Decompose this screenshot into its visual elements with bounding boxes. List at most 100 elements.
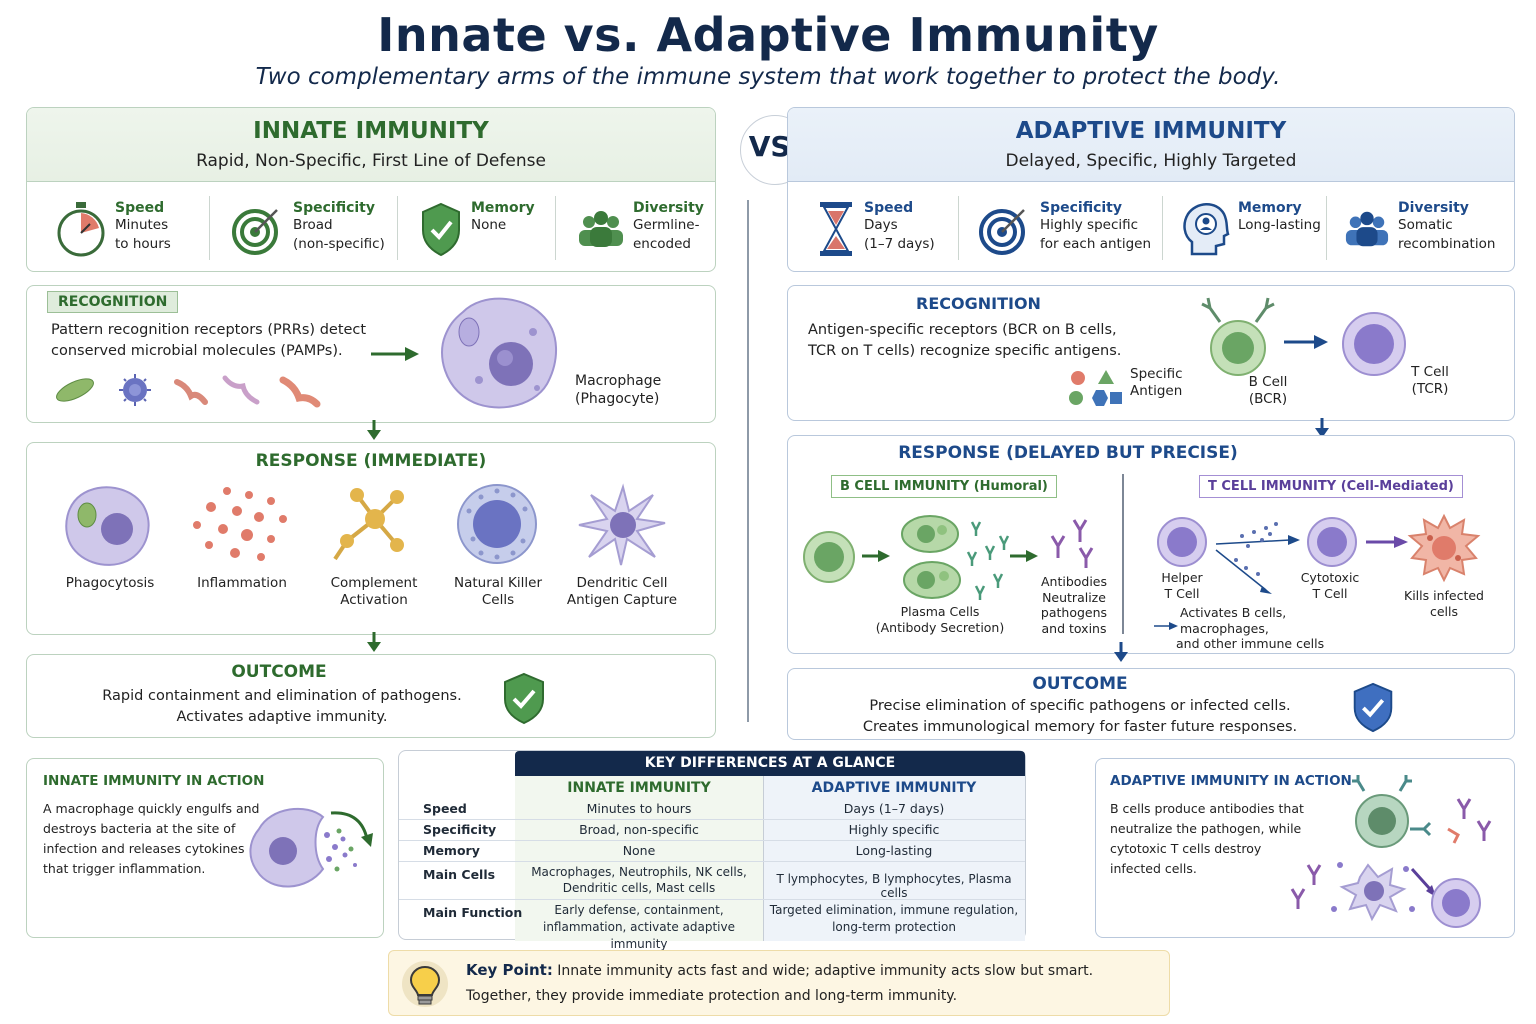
innate-outcome-title: OUTCOME [231, 662, 327, 682]
arrow-right-icon [371, 347, 419, 361]
adaptive-response-panel: RESPONSE (DELAYED BUT PRECISE) B CELL IM… [787, 435, 1515, 654]
adaptive-stat-diversity: Diversity Somatic recombination [1344, 200, 1495, 258]
hourglass-icon [820, 202, 852, 256]
arrow-right-icon [1010, 550, 1038, 562]
key-point-box: Key Point: Innate immunity acts fast and… [388, 950, 1170, 1016]
arrow-right-icon [862, 550, 890, 562]
innate-outcome-text: Rapid containment and elimination of pat… [102, 688, 462, 725]
macrophage-icon [441, 297, 557, 409]
plasma-cells-icon [901, 515, 1010, 600]
innate-stat-speed: Speed Minutes to hours [55, 200, 171, 258]
t-cell-label: T Cell(TCR) [1411, 364, 1449, 397]
key-point-line2: Together, they provide immediate protect… [466, 988, 958, 1004]
innate-action-panel: INNATE IMMUNITY IN ACTION A macrophage q… [26, 758, 384, 938]
pathogens-illustration [56, 374, 321, 408]
adaptive-outcome-title: OUTCOME [1032, 674, 1128, 694]
center-divider [747, 200, 749, 722]
antibody-attack-illustration [1290, 775, 1492, 928]
adaptive-recognition-title: RECOGNITION [916, 294, 1041, 313]
adaptive-recognition-panel: RECOGNITION Antigen-specific receptors (… [787, 285, 1515, 421]
innate-stat-memory: Memory None [419, 200, 535, 258]
arrow-right-icon [1284, 335, 1328, 349]
stopwatch-icon [57, 202, 105, 257]
adaptive-stat-specificity: Specificity Highly specific for each ant… [978, 200, 1151, 258]
naive-b-cell-icon [803, 531, 855, 583]
t-cell-immunity-tag: T CELL IMMUNITY (Cell-Mediated) [1199, 475, 1463, 498]
innate-action-title: INNATE IMMUNITY IN ACTION [43, 773, 265, 789]
table-row: Memory None Long-lasting [399, 841, 1025, 862]
adaptive-title: ADAPTIVE IMMUNITY [1015, 118, 1287, 144]
innate-response-panel: RESPONSE (IMMEDIATE) Phagocytosis Inflam… [26, 442, 716, 635]
arrow-down-icon [367, 420, 381, 440]
key-differences-title: KEY DIFFERENCES AT A GLANCE [515, 751, 1025, 776]
table-row: Main Function Early defense, containment… [423, 903, 1019, 951]
cytotoxic-t-cell-icon [1307, 517, 1357, 567]
adaptive-outcome-panel: OUTCOME Precise elimination of specific … [787, 668, 1515, 740]
adaptive-outcome-text: Precise elimination of specific pathogen… [862, 698, 1298, 735]
target-icon [979, 209, 1025, 255]
key-differences-panel: KEY DIFFERENCES AT A GLANCE INNATE IMMUN… [398, 750, 1026, 951]
arrow-down-icon [1315, 418, 1329, 438]
adaptive-stat-speed: Speed Days (1–7 days) [816, 200, 935, 258]
shield-check-icon [504, 672, 544, 725]
target-icon [232, 209, 278, 255]
innate-recognition-tag: RECOGNITION [47, 291, 179, 313]
adaptive-response-title: RESPONSE (DELAYED BUT PRECISE) [898, 443, 1238, 463]
innate-stat-diversity: Diversity Germline- encoded [577, 200, 704, 258]
arrow-right-icon [1366, 536, 1408, 548]
plasma-cells-label: Plasma Cells(Antibody Secretion) [875, 604, 1005, 635]
adaptive-tagline: Delayed, Specific, Highly Targeted [1005, 151, 1297, 171]
innate-tagline: Rapid, Non-Specific, First Line of Defen… [196, 151, 546, 171]
innate-stat-specificity: Specificity Broad (non-specific) [231, 200, 385, 258]
innate-recognition-text: Pattern recognition receptors (PRRs) det… [51, 322, 367, 359]
adaptive-action-panel: ADAPTIVE IMMUNITY IN ACTION B cells prod… [1095, 758, 1515, 938]
phagocytosis-icon [65, 486, 150, 566]
table-row: Speed Minutes to hours Days (1–7 days) [399, 799, 1025, 820]
cytokine-signals-icon [1215, 522, 1300, 594]
antigen-shapes-icon [1069, 370, 1122, 406]
complement-activation-icon [333, 488, 404, 561]
adaptive-action-title: ADAPTIVE IMMUNITY IN ACTION [1110, 773, 1352, 789]
arrow-down-icon [367, 632, 381, 652]
head-memory-icon [1183, 203, 1230, 256]
b-cell-immunity-tag: B CELL IMMUNITY (Humoral) [831, 475, 1057, 498]
inflammation-label: Inflammation [197, 575, 287, 591]
table-row: Main Cells Macrophages, Neutrophils, NK … [399, 862, 1025, 900]
page-subtitle: Two complementary arms of the immune sys… [255, 64, 1281, 90]
table-row: Specificity Broad, non-specific Highly s… [399, 820, 1025, 841]
innate-header-panel: INNATE IMMUNITY Rapid, Non-Specific, Fir… [26, 107, 716, 272]
table-col-adaptive: ADAPTIVE IMMUNITY [811, 780, 977, 796]
innate-response-title: RESPONSE (IMMEDIATE) [255, 451, 487, 471]
innate-outcome-panel: OUTCOME Rapid containment and eliminatio… [26, 654, 716, 738]
innate-recognition-panel: RECOGNITION Pattern recognition receptor… [26, 285, 716, 423]
helper-activates-text: Activates B cells,macrophages,and other … [1176, 605, 1325, 651]
table-col-innate: INNATE IMMUNITY [567, 780, 711, 796]
shield-check-icon [422, 202, 460, 257]
macrophage-label: Macrophage (Phagocyte) [575, 373, 662, 407]
adaptive-recognition-text: Antigen-specific receptors (BCR on B cel… [808, 322, 1122, 359]
key-point-line1: Key Point: Innate immunity acts fast and… [466, 961, 1094, 979]
page-title: Innate vs. Adaptive Immunity [377, 8, 1159, 62]
arrow-right-icon [1154, 622, 1178, 630]
people-icon [579, 211, 623, 247]
people-icon [1345, 211, 1389, 247]
innate-title: INNATE IMMUNITY [253, 118, 489, 144]
shield-check-icon [1353, 682, 1393, 733]
adaptive-header-panel: ADAPTIVE IMMUNITY Delayed, Specific, Hig… [787, 107, 1515, 272]
helper-t-cell-icon [1157, 517, 1207, 567]
b-cell-label: B Cell(BCR) [1248, 374, 1288, 407]
macrophage-engulfing-icon [249, 807, 373, 888]
arrow-down-icon [1114, 642, 1128, 662]
b-cell-icon [1201, 297, 1275, 376]
dendritic-cell-icon [578, 483, 666, 566]
natural-killer-cell-icon [457, 484, 537, 564]
